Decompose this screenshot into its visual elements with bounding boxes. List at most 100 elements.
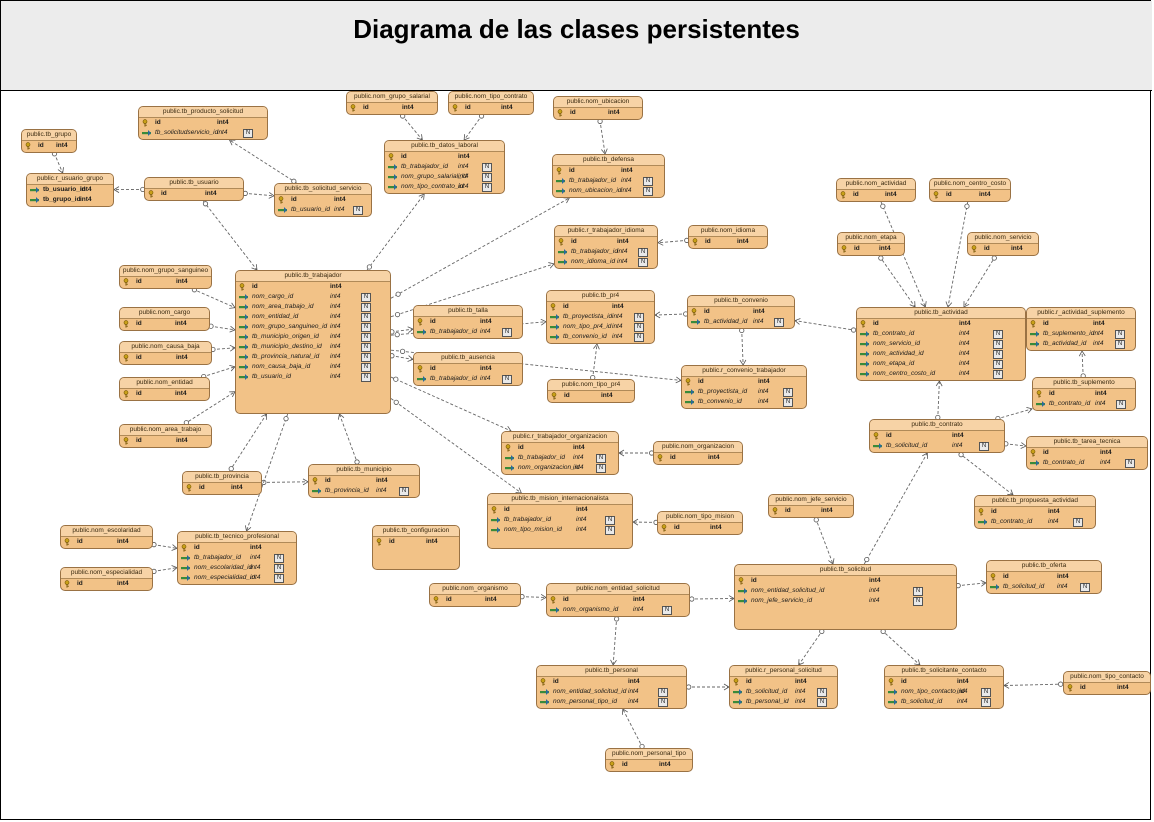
primary-key-icon — [860, 320, 866, 328]
primary-key-icon — [123, 390, 129, 398]
column-name: nom_entidad_solicitud_id — [553, 688, 627, 695]
relation-line — [622, 708, 644, 749]
foreign-key-icon — [239, 324, 248, 330]
primary-key-icon — [1030, 449, 1036, 457]
foreign-key-icon — [550, 607, 559, 613]
one-end-marker — [366, 264, 372, 270]
column-type: int4 — [758, 378, 770, 385]
not-null-badge: N — [643, 187, 653, 196]
table-name: public.nom_tipo_contacto — [1064, 672, 1150, 683]
not-null-badge: N — [361, 373, 371, 382]
primary-key-icon — [148, 190, 154, 198]
column-name: tb_solicitud_id — [746, 688, 788, 695]
column-name: nom_organismo_id — [563, 606, 619, 613]
primary-key-icon — [550, 303, 556, 311]
one-end-marker — [393, 376, 399, 382]
column-type: int4 — [573, 464, 584, 471]
column-name: tb_personal_id — [746, 698, 789, 705]
foreign-key-icon — [388, 164, 397, 170]
foreign-key-icon — [1030, 341, 1039, 347]
relation-line — [229, 139, 297, 184]
foreign-key-icon — [860, 331, 869, 337]
column-type: int4 — [628, 698, 639, 705]
column-type: int4 — [869, 577, 881, 584]
relation-line — [741, 328, 744, 366]
not-null-badge: N — [634, 333, 644, 342]
relation-line — [947, 201, 969, 308]
not-null-badge: N — [993, 370, 1003, 379]
column-name: nom_organizacion_id — [518, 464, 580, 471]
relation-line — [612, 616, 618, 666]
primary-key-icon — [609, 761, 615, 769]
not-null-badge: N — [605, 526, 615, 535]
column-name: nom_centro_costo_id — [873, 370, 936, 377]
not-null-badge: N — [638, 258, 648, 267]
column-type: int4 — [117, 580, 129, 587]
primary-key-icon — [990, 573, 996, 581]
column-type: int4 — [480, 328, 491, 335]
relation-line — [401, 114, 423, 141]
column-type: int4 — [795, 688, 806, 695]
